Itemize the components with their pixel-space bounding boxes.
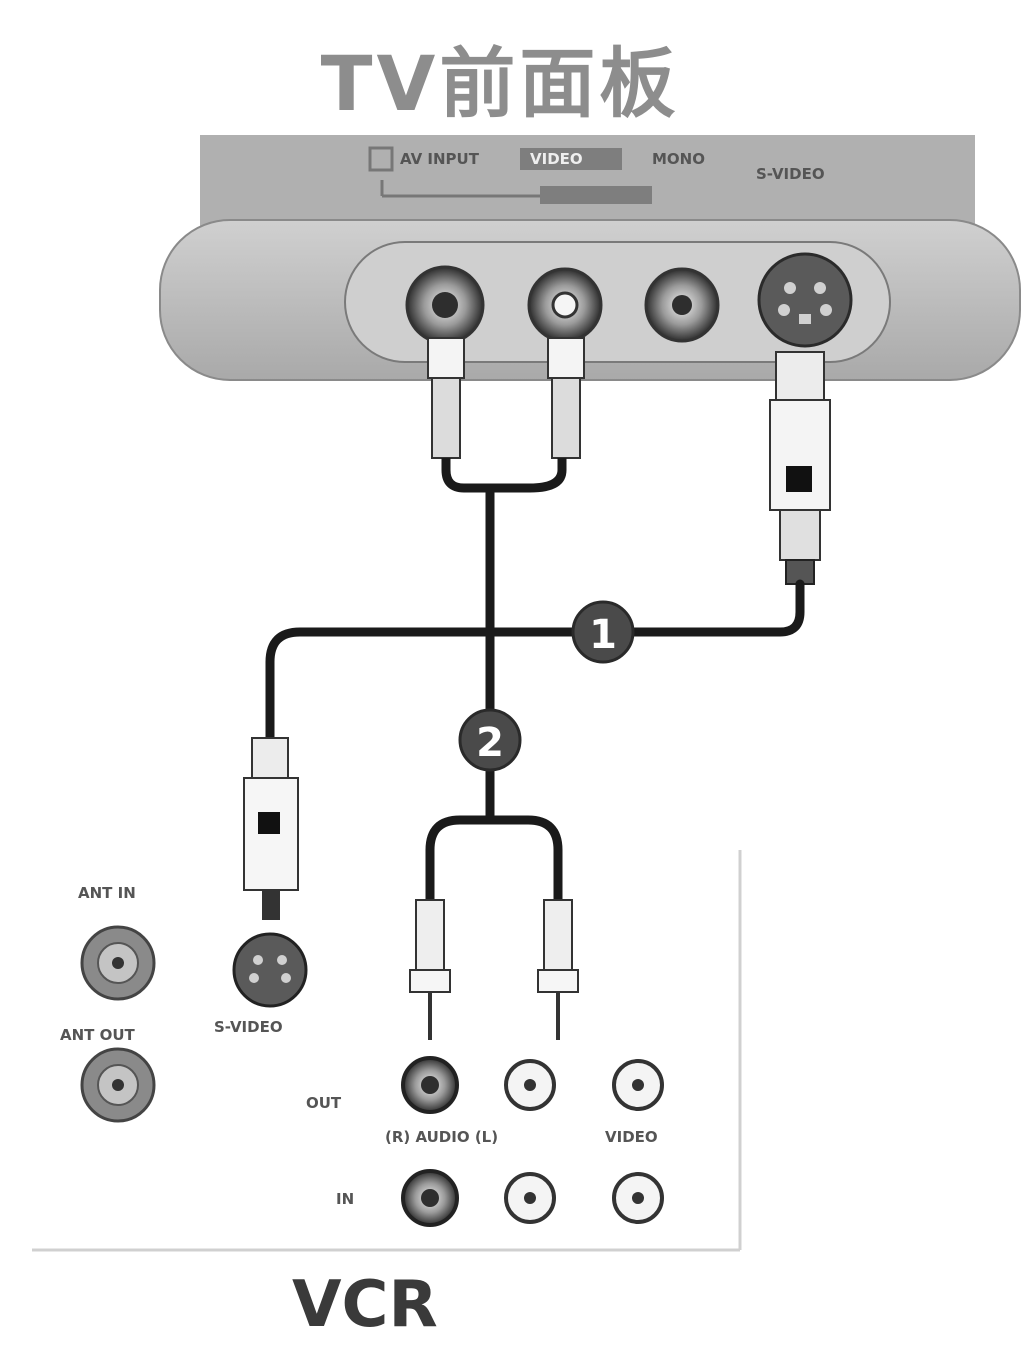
tv-av-input-label: AV INPUT xyxy=(400,150,479,168)
vcr-title: VCR xyxy=(292,1268,438,1342)
vcr-in-audio-r-jack xyxy=(401,1169,459,1227)
panel-label-box-2 xyxy=(540,186,652,204)
callout-2: 2 xyxy=(458,708,522,772)
vcr-in-audio-l-jack xyxy=(504,1172,556,1224)
rca-plug-r xyxy=(427,337,465,379)
callout-2-number: 2 xyxy=(476,720,504,766)
vcr-in-video-jack xyxy=(612,1172,664,1224)
panel-label-box xyxy=(520,148,622,170)
tv-audio-l-jack xyxy=(527,267,603,343)
av-input-icon xyxy=(368,146,394,172)
vcr-back-panel xyxy=(32,850,742,1252)
tv-jacks xyxy=(405,252,853,348)
vcr-s-video-label: S-VIDEO xyxy=(214,1018,283,1036)
rca-plug-l xyxy=(547,337,585,379)
tv-composite-label: VIDEO xyxy=(530,150,583,168)
audio-cable xyxy=(425,458,567,900)
tv-front-panel-title: TV前面板 xyxy=(320,39,680,128)
vcr-ant-in-jack xyxy=(80,925,156,1001)
vcr-ant-out-label: ANT OUT xyxy=(60,1026,135,1044)
s-video-cable xyxy=(265,579,805,743)
vcr-rca-plug-l xyxy=(543,899,573,971)
vcr-ant-in-label: ANT IN xyxy=(78,884,136,902)
vcr-out-video-jack xyxy=(612,1059,664,1111)
callout-1-number: 1 xyxy=(589,612,617,658)
vcr-audio-label: (R) AUDIO (L) xyxy=(385,1128,499,1146)
vcr-s-video-plug xyxy=(243,737,299,920)
callout-1: 1 xyxy=(571,600,635,664)
tv-jack-recess xyxy=(344,241,891,363)
vcr-s-video-jack xyxy=(232,932,308,1008)
tv-rca-plugs xyxy=(427,337,585,459)
vcr-ant-out-jack xyxy=(80,1047,156,1123)
vcr-out-audio-l-jack xyxy=(504,1059,556,1111)
vcr-out-audio-r-jack xyxy=(401,1056,459,1114)
tv-front-panel xyxy=(159,135,1021,381)
tv-video-jack xyxy=(644,267,720,343)
vcr-rca-plugs xyxy=(409,899,579,1040)
vcr-rca-plug-r xyxy=(415,899,445,971)
tv-s-video-jack xyxy=(757,252,853,348)
tv-s-video-plug xyxy=(769,351,831,585)
vcr-in-row-label: IN xyxy=(336,1190,355,1208)
tv-audio-r-jack xyxy=(405,265,485,345)
tv-s-video-label: S-VIDEO xyxy=(756,165,825,183)
vcr-video-label: VIDEO xyxy=(605,1128,658,1146)
vcr-out-row-label: OUT xyxy=(306,1094,342,1112)
tv-mode-label: MONO xyxy=(652,150,705,168)
